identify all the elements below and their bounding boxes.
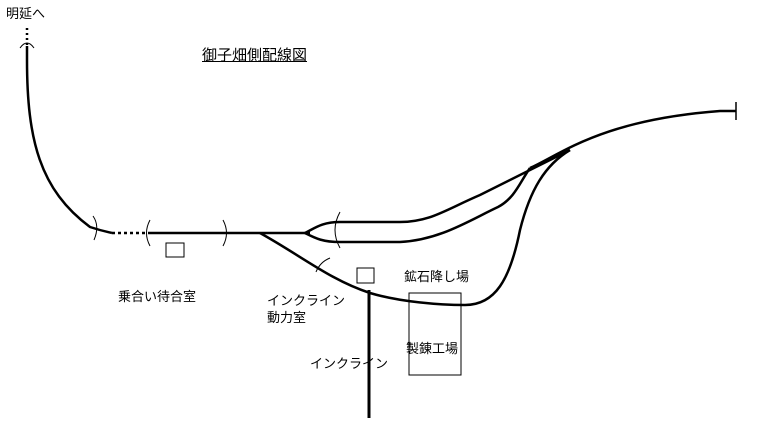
smelter-building [408, 292, 462, 376]
label-ore-unloading: 鉱石降し場 [404, 270, 470, 285]
east-main-track [529, 109, 736, 170]
loop-track-smelter [259, 148, 571, 307]
incline-power-room-building [356, 267, 375, 284]
label-incline-power-room-1: インクライン [267, 294, 346, 309]
label-incline: インクライン [310, 357, 389, 372]
section-mark-west-1 [92, 215, 98, 241]
diagram-title: 御子畑側配線図 [202, 46, 308, 64]
lower-siding-track [304, 167, 532, 244]
section-mark-incline [315, 257, 331, 273]
section-mark-east [334, 211, 341, 249]
section-mark-west-2 [146, 219, 151, 247]
label-waiting-room: 乗合い待合室 [118, 290, 197, 305]
label-incline-power-room-2: 動力室 [267, 311, 307, 326]
section-mark-west-3 [222, 219, 227, 247]
waiting-room-building [165, 242, 185, 258]
upper-siding-track [304, 148, 571, 235]
label-smelter: 製錬工場 [406, 342, 459, 357]
label-to-akenobe: 明延へ [6, 7, 46, 22]
section-mark-north [19, 42, 35, 49]
main-track-north-curve [25, 46, 113, 235]
